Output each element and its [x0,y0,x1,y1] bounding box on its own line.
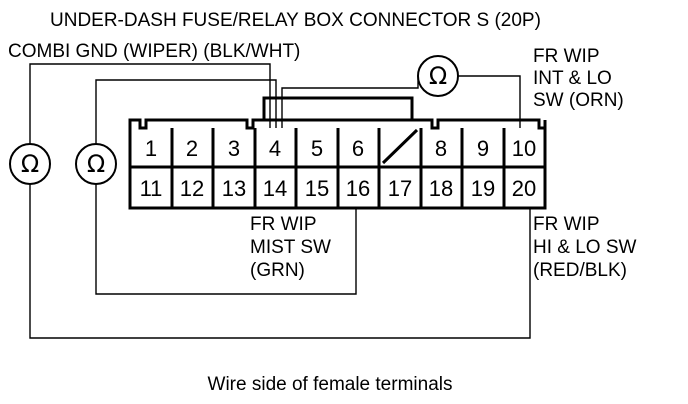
label-mist-line3: (GRN) [250,260,305,281]
connector-body [128,96,547,210]
label-combi-gnd: COMBI GND (WIPER) (BLK/WHT) [8,41,300,62]
pin-10: 10 [512,136,536,161]
caption: Wire side of female terminals [208,374,453,395]
label-hi-lo-line3: (RED/BLK) [533,260,627,281]
pin-11: 11 [140,176,163,201]
pin-5: 5 [311,136,323,161]
label-hi-lo-line1: FR WIP [533,214,600,235]
pin-15: 15 [305,176,329,201]
bottom-row-pins: 11 12 13 14 15 16 17 18 19 20 [140,176,537,201]
ohmmeter-a: Ω [9,143,51,185]
pin-2: 2 [186,136,198,161]
label-int-lo-line2: INT & LO [533,68,612,89]
ohm-icon: Ω [87,150,105,178]
locking-tab [262,96,414,122]
pin-13: 13 [222,176,246,201]
wire-meter-c-to-pin10 [458,75,521,128]
pin-18: 18 [429,176,453,201]
pin-6: 6 [352,136,364,161]
wire-pin4-to-meter-b [95,79,277,144]
pin-17: 17 [388,176,412,201]
label-mist-line2: MIST SW [250,237,331,258]
diagram-title: UNDER-DASH FUSE/RELAY BOX CONNECTOR S (2… [50,10,541,31]
pin-20: 20 [512,176,536,201]
pin-8: 8 [435,136,447,161]
pin-1: 1 [145,136,157,161]
wire-meter-a-to-pin20 [29,184,531,339]
label-mist-line1: FR WIP [250,214,317,235]
top-row-pins: 1 2 3 4 5 6 8 9 10 [145,136,536,161]
pin-4: 4 [269,136,281,161]
pin-16: 16 [346,176,370,201]
test-wires [29,63,531,339]
pin-9: 9 [477,136,489,161]
ohmmeter-c: Ω [417,55,459,97]
ohm-icon: Ω [429,62,447,90]
pin-12: 12 [180,176,204,201]
ohmmeter-b: Ω [75,143,117,185]
ohm-icon: Ω [21,150,39,178]
pin-3: 3 [228,136,240,161]
label-int-lo-line1: FR WIP [533,46,600,67]
empty-cavity-slash [381,128,419,165]
label-int-lo-line3: SW (ORN) [533,90,624,111]
wire-pin4-to-meter-a [29,63,271,144]
wire-meter-b-to-pin16 [95,184,357,295]
label-hi-lo-line2: HI & LO SW [533,237,637,258]
pin-19: 19 [471,176,495,201]
pin-14: 14 [263,176,287,201]
